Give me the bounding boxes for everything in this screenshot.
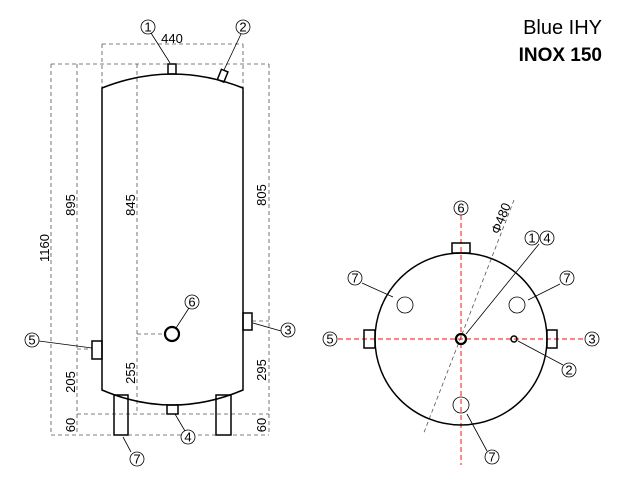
port-1-4: [454, 332, 468, 346]
balloon-top-3: 3: [584, 332, 600, 347]
nozzle-5: [91, 340, 103, 360]
svg-text:3: 3: [284, 323, 291, 338]
dim-width: 440: [161, 31, 183, 46]
dim-805: 805: [254, 184, 269, 206]
svg-text:7: 7: [133, 452, 140, 467]
svg-text:1: 1: [144, 20, 151, 35]
svg-text:6: 6: [188, 295, 195, 310]
balloon-3: 3: [280, 323, 296, 338]
tank-body: [101, 73, 244, 406]
dim-895: 895: [63, 194, 78, 216]
dim-845: 845: [123, 194, 138, 216]
balloon-top-7b: 7: [559, 271, 575, 286]
top-view: Φ480 6 5 3 1 4 2 7 7 7: [322, 199, 600, 465]
port-2: [510, 335, 518, 343]
dim-leg-right: 60: [254, 418, 269, 432]
svg-text:3: 3: [588, 332, 595, 347]
dim-1160: 1160: [37, 234, 52, 262]
leg-7b: [508, 296, 526, 314]
nozzle-3: [242, 312, 253, 331]
leg-right: [215, 394, 232, 436]
balloon-top-5: 5: [322, 332, 338, 347]
side-view: 440 1160 895 845 805 205 255 295 60 60 1…: [24, 20, 296, 467]
svg-text:2: 2: [565, 363, 572, 378]
balloon-7: 7: [129, 452, 145, 467]
svg-text:4: 4: [184, 430, 191, 445]
balloon-4: 4: [180, 430, 196, 445]
title-model: Blue IHY: [523, 17, 602, 39]
nozzle-1: [167, 63, 177, 75]
balloon-1: 1: [140, 20, 156, 35]
leg-7c: [452, 396, 470, 414]
svg-text:7: 7: [351, 271, 358, 286]
nozzle-4: [166, 404, 179, 415]
balloon-top-4: 4: [539, 231, 555, 246]
svg-text:7: 7: [488, 450, 495, 465]
title-variant: INOX 150: [518, 45, 602, 66]
svg-text:5: 5: [326, 332, 333, 347]
svg-text:7: 7: [563, 271, 570, 286]
dim-295: 295: [254, 359, 269, 381]
port-6: [163, 325, 181, 343]
balloon-6: 6: [184, 295, 200, 310]
balloon-top-1: 1: [524, 231, 540, 246]
dim-205: 205: [63, 371, 78, 393]
dim-leg-left: 60: [63, 418, 78, 432]
svg-text:1: 1: [528, 231, 535, 246]
svg-text:2: 2: [239, 20, 246, 35]
balloon-top-6: 6: [453, 201, 469, 216]
leg-left: [113, 394, 129, 436]
dim-diameter: Φ480: [488, 201, 514, 236]
balloon-top-7a: 7: [347, 271, 363, 286]
nozzle-2: [216, 68, 229, 84]
dim-255: 255: [123, 362, 138, 384]
svg-text:6: 6: [457, 201, 464, 216]
svg-text:4: 4: [543, 231, 550, 246]
leg-7a: [396, 296, 414, 314]
balloon-5: 5: [24, 333, 40, 348]
balloon-top-7c: 7: [484, 450, 500, 465]
balloon-top-2: 2: [561, 363, 577, 378]
balloon-2: 2: [235, 20, 251, 35]
svg-text:5: 5: [28, 333, 35, 348]
